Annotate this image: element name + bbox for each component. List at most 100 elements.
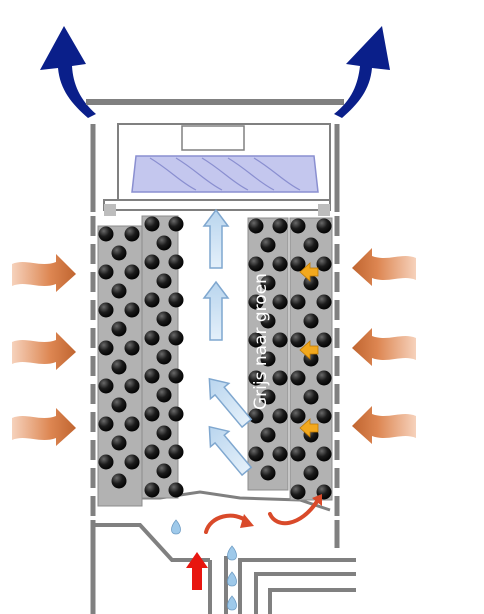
small-inflow-arrows xyxy=(299,262,319,438)
media-ball xyxy=(144,292,160,308)
swirl-arrowhead-right xyxy=(312,494,322,506)
media-ball xyxy=(316,370,332,386)
swirl-arrow-right xyxy=(268,498,320,526)
media-ball xyxy=(248,294,264,310)
inner-flow-arrows xyxy=(202,208,253,477)
media-ball xyxy=(272,408,288,424)
media-ball xyxy=(144,216,160,232)
exhaust-arrows xyxy=(40,26,390,118)
media-ball xyxy=(98,454,114,470)
media-ball xyxy=(98,226,114,242)
media-ball xyxy=(156,425,172,441)
outlet-pipe-3 xyxy=(268,588,356,614)
media-ball xyxy=(272,256,288,272)
inlet-arrows xyxy=(12,248,416,446)
media-ball xyxy=(290,408,306,424)
media-ball xyxy=(290,446,306,462)
inlet-arrow-shape xyxy=(352,406,416,444)
media-ball xyxy=(168,368,184,384)
exhaust-arrow-left xyxy=(40,26,96,118)
media-ball xyxy=(168,482,184,498)
outlet-pipe-1 xyxy=(238,558,356,614)
media-ball xyxy=(124,378,140,394)
media-ball xyxy=(290,294,306,310)
media-ball xyxy=(124,226,140,242)
media-ball xyxy=(168,292,184,308)
droplet xyxy=(227,595,237,611)
media-ball xyxy=(98,378,114,394)
fan-base-plate xyxy=(103,199,331,211)
small-inflow-arrow xyxy=(299,418,319,438)
media-ball xyxy=(248,408,264,424)
media-ball xyxy=(98,264,114,280)
media-ball xyxy=(156,235,172,251)
media-ball xyxy=(303,313,319,329)
media-ball xyxy=(290,370,306,386)
media-ball xyxy=(144,254,160,270)
media-ball xyxy=(316,408,332,424)
fan-hub xyxy=(181,125,245,151)
media-ball xyxy=(156,273,172,289)
media-ball xyxy=(272,446,288,462)
droplet xyxy=(227,545,237,561)
inlet-arrow-shape xyxy=(12,408,76,446)
media-ball xyxy=(98,302,114,318)
flow-arrow xyxy=(202,280,230,341)
droplets xyxy=(171,519,237,611)
flow-arrow-shape xyxy=(208,377,253,429)
media-ball xyxy=(168,330,184,346)
inlet-arrow-right-side xyxy=(352,248,416,286)
inlet-arrow-shape xyxy=(12,332,76,370)
media-ball xyxy=(290,332,306,348)
media-ball xyxy=(260,275,276,291)
droplet xyxy=(171,519,181,535)
fan-assembly xyxy=(103,123,331,216)
media-ball xyxy=(290,218,306,234)
flow-arrow xyxy=(202,208,230,269)
inlet-arrow-left-side xyxy=(12,332,76,370)
media-ball xyxy=(144,406,160,422)
media-ball xyxy=(303,275,319,291)
flow-arrow-shape xyxy=(208,425,253,477)
media-ball xyxy=(260,465,276,481)
media-ball xyxy=(144,482,160,498)
fan-bracket-right xyxy=(318,204,330,216)
media-ball xyxy=(111,321,127,337)
media-ball xyxy=(156,349,172,365)
media-ball xyxy=(272,370,288,386)
media-ball xyxy=(111,359,127,375)
vertical-label: Grijs naar groen xyxy=(251,273,271,410)
media-ball xyxy=(316,446,332,462)
media-ball xyxy=(156,387,172,403)
media-ball xyxy=(111,245,127,261)
media-ball xyxy=(260,313,276,329)
media-ball xyxy=(156,463,172,479)
small-inflow-arrow xyxy=(299,262,319,282)
media-ball xyxy=(111,283,127,299)
housing xyxy=(86,99,356,614)
media-ball xyxy=(98,340,114,356)
fan-blade-lines xyxy=(149,157,301,191)
media-ball xyxy=(260,389,276,405)
filter-columns xyxy=(97,215,333,507)
media-ball xyxy=(98,416,114,432)
inlet-arrow-left-side xyxy=(12,408,76,446)
flow-arrow-shape xyxy=(202,280,230,341)
droplet xyxy=(227,571,237,587)
media-ball xyxy=(144,330,160,346)
media-ball xyxy=(124,454,140,470)
media-ball xyxy=(303,237,319,253)
media-ball xyxy=(248,446,264,462)
media-ball xyxy=(303,389,319,405)
inlet-arrow-shape xyxy=(352,328,416,366)
media-ball xyxy=(168,406,184,422)
media-ball xyxy=(156,311,172,327)
swirl-arrowhead-left xyxy=(240,514,254,528)
media-ball xyxy=(290,256,306,272)
media-ball xyxy=(248,332,264,348)
media-ball xyxy=(272,218,288,234)
media-ball xyxy=(316,256,332,272)
media-ball xyxy=(316,218,332,234)
small-inflow-arrow xyxy=(299,340,319,360)
media-ball xyxy=(111,397,127,413)
